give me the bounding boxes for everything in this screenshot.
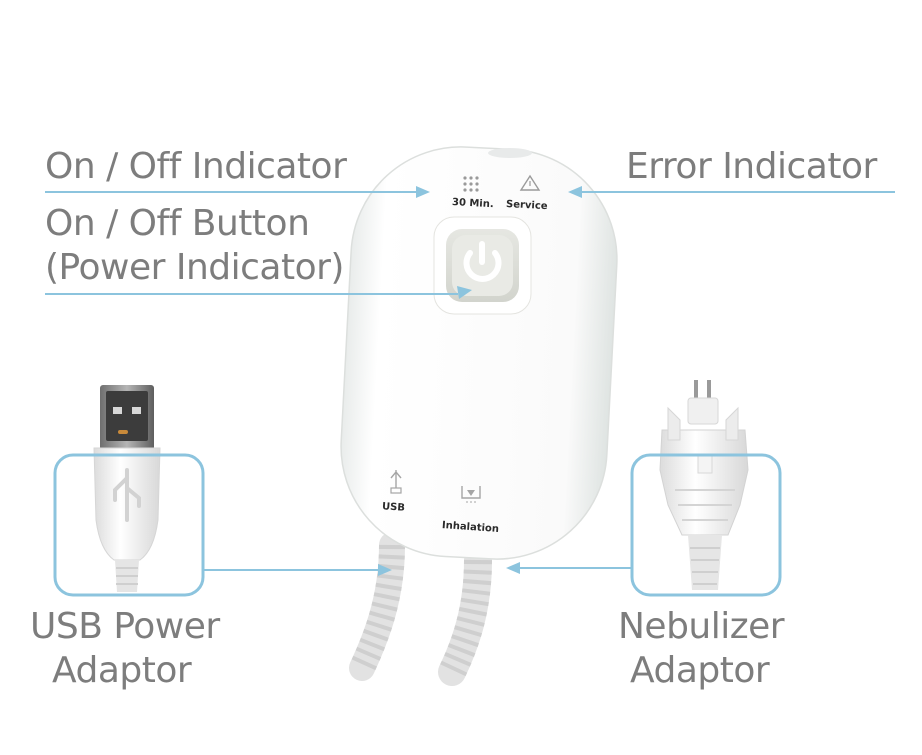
usb-plug xyxy=(93,385,161,592)
usb-logo-icon xyxy=(113,468,141,522)
leader-line-nebulizer xyxy=(506,562,632,574)
power-icon xyxy=(463,241,502,282)
inhalation-port-icon xyxy=(461,486,481,503)
error-indicator-label: Error Indicator xyxy=(626,146,877,187)
device-cables xyxy=(349,532,492,686)
inhalation-port-label: Inhalation xyxy=(442,520,500,535)
timer-label: 30 Min. xyxy=(452,197,494,210)
usb-port-label: USB xyxy=(382,501,406,514)
nebulizer-plug xyxy=(659,380,749,590)
leader-line-usb xyxy=(203,564,392,576)
usb-port-icon xyxy=(390,470,402,494)
on-off-indicator-label: On / Off Indicator xyxy=(45,146,347,187)
nebulizer-label: Nebulizer xyxy=(618,606,785,647)
service-label: Service xyxy=(506,199,548,212)
nebulizer-adaptor-label: Adaptor xyxy=(630,650,770,691)
usb-adaptor-label: Adaptor xyxy=(52,650,192,691)
power-indicator-label: (Power Indicator) xyxy=(45,247,344,288)
leader-line-on-off-indicator xyxy=(45,186,430,198)
usb-highlight-frame xyxy=(53,453,205,597)
nebulizer-highlight-frame xyxy=(630,453,782,597)
leader-line-on-off-button xyxy=(45,286,472,299)
leader-line-error-indicator xyxy=(568,186,895,198)
on-off-button-label: On / Off Button xyxy=(45,203,310,244)
usb-power-label: USB Power xyxy=(30,606,220,647)
controller-device xyxy=(340,146,618,560)
warning-triangle-icon xyxy=(519,174,541,191)
timer-indicator-icon xyxy=(463,176,479,192)
power-button[interactable] xyxy=(433,216,532,315)
